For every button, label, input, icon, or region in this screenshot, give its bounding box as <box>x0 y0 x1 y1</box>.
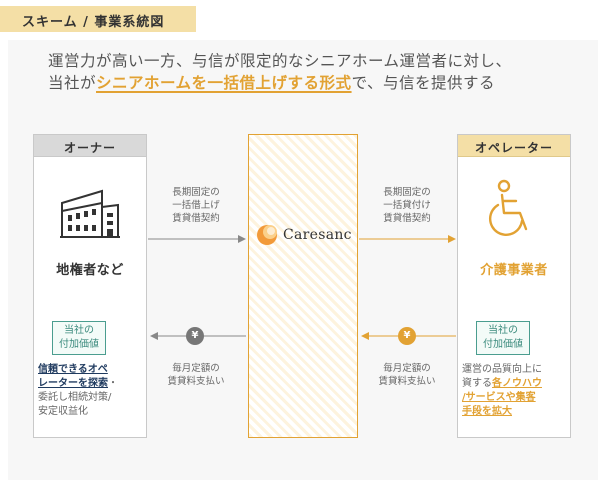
intro-line-1: 運営力が高い一方、与信が限定的なシニアホーム運営者に対し、 <box>48 52 512 70</box>
owner-value-line-2: 付加価値 <box>59 339 99 350</box>
yen-icon-operator: ¥ <box>398 327 416 345</box>
operator-value-badge: 当社の 付加価値 <box>476 321 530 355</box>
owner-header: オーナー <box>34 135 146 157</box>
owner-description: 信頼できるオペ レーターを探索・ 委託し相続対策/ 安定収益化 <box>38 363 148 419</box>
owner-value-line-1: 当社の <box>64 325 94 336</box>
operator-name: 介護事業者 <box>480 263 548 278</box>
operator-value-line-2: 付加価値 <box>483 339 523 350</box>
owner-rent-line-1: 毎月定額の <box>172 363 220 374</box>
wheelchair-icon <box>486 179 544 245</box>
operator-desc-3: /サービスや集客 <box>462 392 536 403</box>
operator-rent-label: 毎月定額の 賃貸料支払い <box>368 362 446 388</box>
owner-desc-rest-1: ・ <box>108 378 118 389</box>
operator-lease-label: 長期固定の 一括貸付け 賃貸借契約 <box>368 186 446 225</box>
operator-lease-line-3: 賃貸借契約 <box>383 213 431 224</box>
intro-line-2: 当社がシニアホームを一括借上げする形式で、与信を提供する <box>48 71 588 93</box>
owner-lease-label: 長期固定の 一括借上げ 賃貸借契約 <box>158 186 234 225</box>
operator-desc-4: 手段を拡大 <box>462 406 512 417</box>
operator-rent-line-1: 毎月定額の <box>383 363 431 374</box>
owner-rent-line-2: 賃貸料支払い <box>167 376 225 387</box>
owner-box: オーナー 地権者など 当 <box>33 134 147 438</box>
owner-value-badge: 当社の 付加価値 <box>52 321 106 355</box>
caresanc-logo-icon <box>257 225 277 245</box>
owner-desc-rest-2: 委託し相続対策/ <box>38 392 112 403</box>
owner-rent-label: 毎月定額の 賃貸料支払い <box>158 362 234 388</box>
caresanc-logo-text: Caresanc <box>283 227 352 243</box>
arrow-center-to-operator <box>359 235 456 243</box>
owner-lease-line-2: 一括借上げ <box>172 200 220 211</box>
operator-desc-2-strong: 各ノウハウ <box>492 378 542 389</box>
operator-rent-line-2: 賃貸料支払い <box>378 376 436 387</box>
owner-desc-strong-2: レーターを探索 <box>38 378 108 389</box>
owner-desc-strong-1: 信頼できるオペ <box>38 364 108 375</box>
operator-header: オペレーター <box>458 135 570 157</box>
caresanc-box <box>248 134 358 438</box>
building-icon <box>58 185 122 243</box>
operator-desc-2-pre: 資する <box>462 378 492 389</box>
operator-lease-line-2: 一括貸付け <box>383 200 431 211</box>
owner-lease-line-1: 長期固定の <box>172 187 220 198</box>
caresanc-logo: Caresanc <box>256 224 352 246</box>
section-tag: スキーム / 事業系統図 <box>0 6 196 32</box>
operator-desc-1: 運営の品質向上に <box>462 364 542 375</box>
owner-lease-line-3: 賃貸借契約 <box>172 213 220 224</box>
operator-box: オペレーター 介護事業者 当社の 付加価値 運営の品質向上に 資する各ノウハウ … <box>457 134 571 438</box>
operator-lease-line-1: 長期固定の <box>383 187 431 198</box>
operator-description: 運営の品質向上に 資する各ノウハウ /サービスや集客 手段を拡大 <box>462 363 572 419</box>
operator-value-line-1: 当社の <box>488 325 518 336</box>
intro-highlight: シニアホームを一括借上げする形式 <box>96 74 352 92</box>
yen-icon-owner: ¥ <box>186 327 204 345</box>
owner-desc-rest-3: 安定収益化 <box>38 406 88 417</box>
intro-line-2-pre: 当社が <box>48 74 97 92</box>
owner-name: 地権者など <box>56 263 124 278</box>
intro-line-2-post: で、与信を提供する <box>351 74 495 92</box>
arrow-owner-to-center <box>148 235 246 243</box>
